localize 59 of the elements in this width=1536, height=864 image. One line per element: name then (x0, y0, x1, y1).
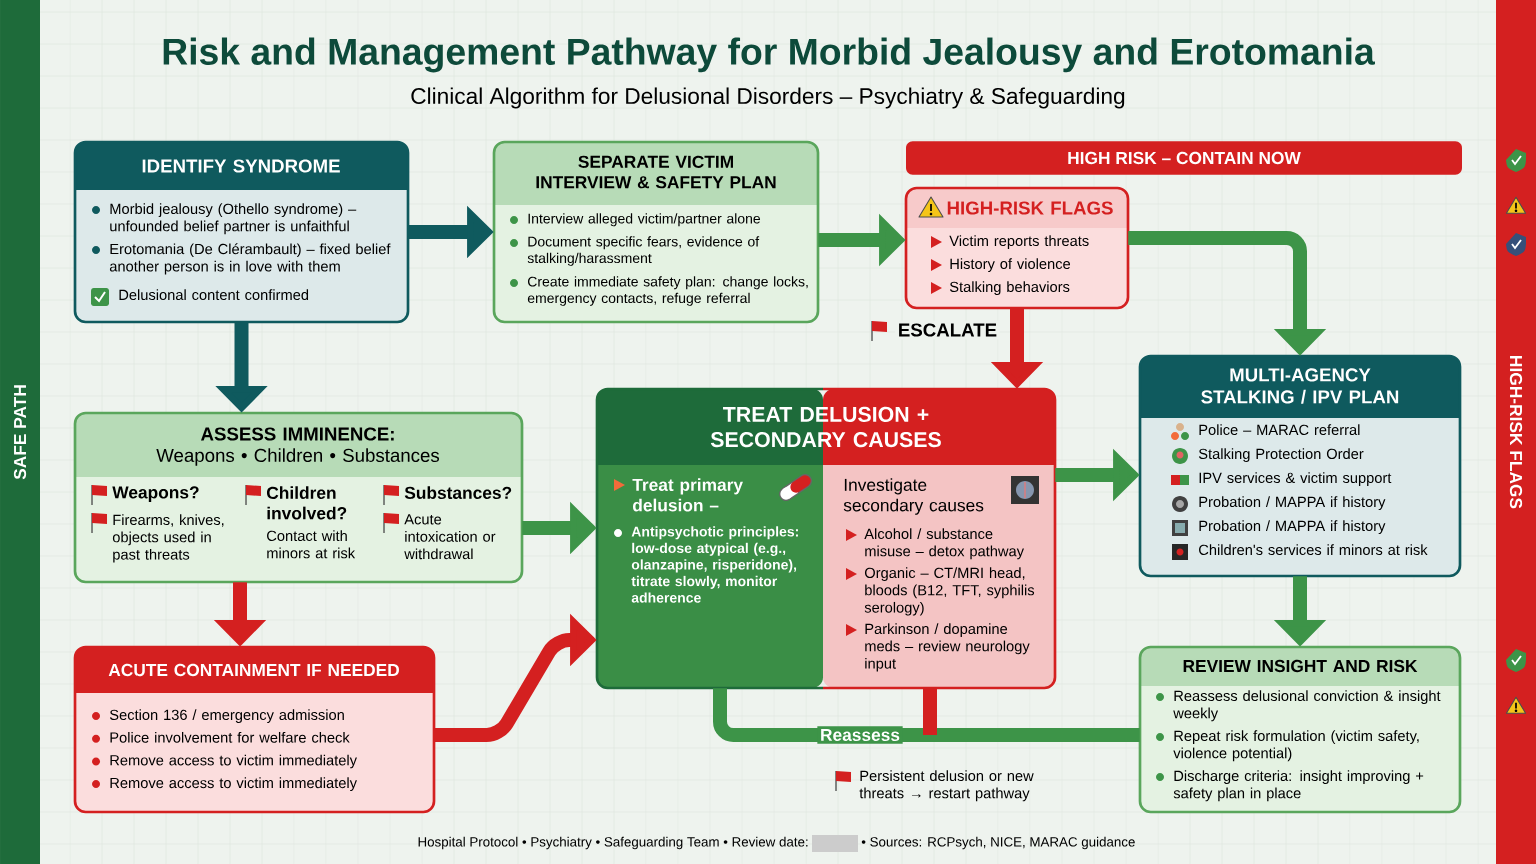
list-item: Organic – CT/MRI head, bloods (B12, TFT, syphilis serology) (846, 567, 1035, 616)
subtitle: Clinical Algorithm for Delusional Disorders – Psychiatry & Safeguarding (411, 87, 1125, 109)
box-heading: ASSESS IMMINENCE: (201, 427, 394, 441)
list-item: Police – MARAC referral (1199, 424, 1360, 436)
list-item: Parkinson / dopamine meds – review neurology input (846, 623, 1030, 672)
description-text: Contact with minors at risk (267, 530, 356, 559)
list-item: Children's services if minors at risk (1199, 544, 1428, 556)
list-item: Treat primary delusion – (614, 478, 743, 512)
list-item: Remove access to victim immediately (92, 777, 357, 791)
question-label: Substances? (404, 486, 512, 499)
box-subheading: Weapons • Children • Substances (156, 448, 440, 466)
list-item: Morbid jealousy (Othello syndrome) – unfounded belief partner is unfaithful (92, 203, 357, 235)
list-item: History of violence (931, 258, 1071, 272)
box-heading: IDENTIFY SYNDROME (142, 159, 340, 173)
list-item: Document specific fears, evidence of stalking/harassment (510, 236, 760, 266)
list-item: Interview alleged victim/partner alone (510, 213, 761, 227)
list-item: Antipsychotic principles: low-dose atypical (e.g., olanzapine, risperidone), titrate slowly, monitor adherence (614, 526, 798, 603)
description-text: Firearms, knives, objects used in past threats (112, 514, 224, 563)
side-label: HIGH-RISK FLAGS (1509, 356, 1523, 509)
process-box (1138, 354, 1462, 578)
footer-text: Hospital Protocol • Psychiatry • Safeguarding Team • Review date: (418, 836, 808, 850)
list-item: Discharge criteria: insight improving + safety plan in place (1156, 770, 1424, 802)
footer-text: • Sources: RCPsych, NICE, MARAC guidance (861, 836, 1135, 850)
alert-box (904, 186, 1130, 310)
title: Risk and Management Pathway for Morbid Jealousy and Erotomania (163, 37, 1375, 73)
banner: HIGH RISK – CONTAIN NOW (906, 141, 1462, 175)
list-item: IPV services & victim support (1199, 472, 1392, 486)
list-item: Create immediate safety plan: change locks, emergency contacts, refuge referral (510, 276, 808, 306)
alert-box (73, 645, 436, 814)
process-box (595, 387, 1057, 690)
box-heading: REVIEW INSIGHT AND RISK (1183, 659, 1418, 673)
box-heading: ACUTE CONTAINMENT IF NEEDED (108, 663, 399, 677)
note-text: Persistent delusion or new threats → restart pathway (859, 770, 1034, 802)
list-item: Section 136 / emergency admission (92, 709, 344, 723)
list-item: Stalking behaviors (931, 281, 1070, 295)
process-box (492, 140, 820, 324)
description-text: Acute intoxication or withdrawal (404, 514, 496, 560)
side-label: SAFE PATH (13, 385, 27, 480)
list-item: Reassess delusional conviction & insight weekly (1156, 690, 1441, 722)
list-item: Erotomania (De Clérambault) – fixed belief another person is in love with them (92, 243, 391, 275)
list-item: Police involvement for welfare check (92, 731, 350, 743)
box-heading: HIGH-RISK FLAGS (947, 201, 1113, 215)
question-label: Weapons? (112, 486, 199, 502)
list-item: Probation / MAPPA if history (1199, 520, 1386, 534)
list-item: Remove access to victim immediately (92, 754, 357, 769)
list-item: Victim reports threats (931, 235, 1089, 249)
box-heading: MULTI-AGENCY STALKING / IPV PLAN (1201, 368, 1399, 404)
process-box (73, 411, 524, 584)
box-heading: SEPARATE VICTIM INTERVIEW & SAFETY PLAN (536, 155, 776, 189)
list-item: Repeat risk formulation (victim safety, violence potential) (1156, 730, 1419, 762)
list-item: Alcohol / substance misuse – detox pathway (846, 528, 1024, 560)
list-item: Probation / MAPPA if history (1199, 496, 1386, 510)
edge-label: Reassess (817, 726, 903, 744)
list-item: Delusional content confirmed (119, 289, 309, 301)
process-box (73, 140, 410, 324)
process-box (1138, 645, 1462, 814)
list-item: Stalking Protection Order (1198, 448, 1364, 462)
question-label: Investigate secondary causes (843, 478, 984, 515)
question-label: Children involved? (267, 486, 347, 520)
